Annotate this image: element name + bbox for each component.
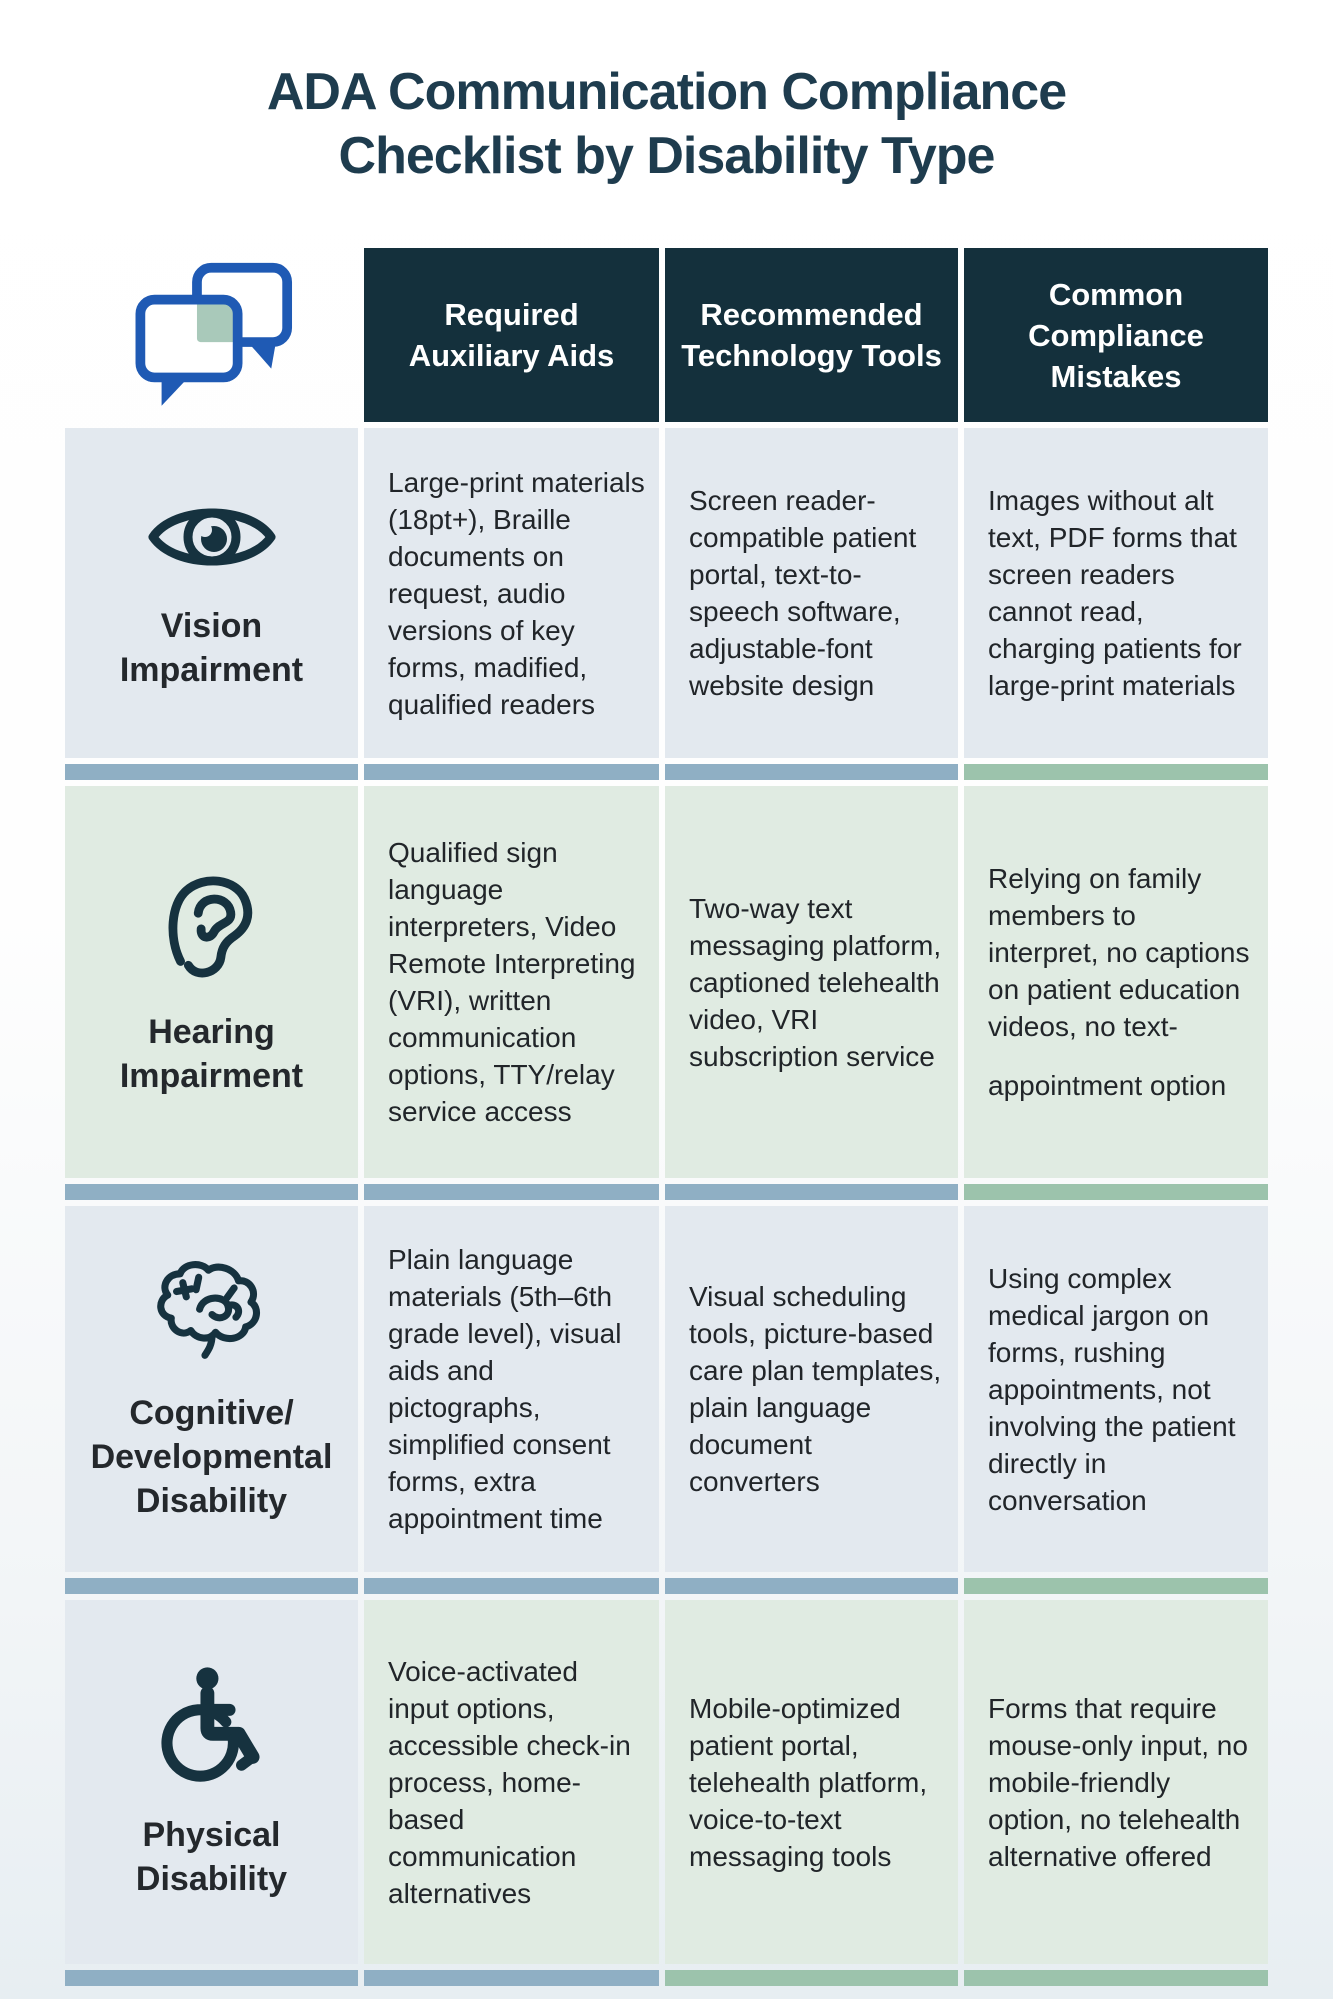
bottom-band — [364, 1970, 659, 1986]
cell-text: Relying on family members to interpret, … — [988, 863, 1250, 1042]
row-label-physical: Physical Disability — [65, 1600, 358, 1964]
row-separator — [364, 1184, 659, 1200]
row-label-cognitive: Cognitive/ Developmental Disability — [65, 1206, 358, 1572]
chat-bubbles-icon — [128, 260, 296, 410]
row-separator — [364, 1578, 659, 1594]
bottom-band — [65, 1970, 358, 1986]
cell-text: Two-way text messaging platform, caption… — [689, 892, 942, 1072]
row-label-hearing: Hearing Impairment — [65, 786, 358, 1178]
cell-cognitive-aids: Plain language materials (5th–6th grade … — [364, 1206, 659, 1572]
cell-vision-mistakes: Images without alt text, PDF forms that … — [964, 428, 1268, 758]
cell-hearing-tech: Two-way text messaging platform, caption… — [665, 786, 958, 1178]
row-separator — [665, 764, 958, 780]
column-header-mistakes: Common Compliance Mistakes — [964, 248, 1268, 422]
cell-hearing-aids: Qualified sign language interpreters, Vi… — [364, 786, 659, 1178]
row-label-text: Cognitive/ Developmental Disability — [90, 1394, 333, 1520]
cell-text: Visual scheduling tools, picture-based c… — [689, 1281, 942, 1497]
row-separator — [964, 1578, 1268, 1594]
eye-icon — [147, 494, 277, 580]
cell-vision-tech: Screen reader-compatible patient portal,… — [665, 428, 958, 758]
cell-text: Images without alt text, PDF forms that … — [988, 485, 1242, 701]
cell-text: Screen reader-compatible patient portal,… — [689, 485, 917, 701]
cell-physical-aids: Voice-activated input options, accessibl… — [364, 1600, 659, 1964]
page-title-line1: ADA Communication Compliance — [266, 63, 1067, 121]
row-separator — [964, 1184, 1268, 1200]
row-separator — [65, 1184, 358, 1200]
row-label-text: Vision Impairment — [119, 607, 304, 689]
cell-cognitive-tech: Visual scheduling tools, picture-based c… — [665, 1206, 958, 1572]
cell-physical-tech: Mobile-optimized patient portal, telehea… — [665, 1600, 958, 1964]
cell-hearing-mistakes: Relying on family members to interpret, … — [964, 786, 1268, 1178]
row-label-vision: Vision Impairment — [65, 428, 358, 758]
row-label-text: Physical Disability — [135, 1816, 288, 1898]
cell-text: Using complex medical jargon on forms, r… — [988, 1262, 1236, 1516]
cell-text: Forms that require mouse-only input, no … — [988, 1692, 1248, 1872]
cell-text: appointment option — [988, 1070, 1227, 1101]
row-label-text: Hearing Impairment — [119, 1013, 304, 1095]
row-separator — [964, 764, 1268, 780]
cell-text: Voice-activated input options, accessibl… — [388, 1655, 631, 1909]
column-header-tech: Recommended Technology Tools — [665, 248, 958, 422]
cell-text: Qualified sign language interpreters, Vi… — [388, 837, 636, 1127]
bottom-band — [665, 1970, 958, 1986]
brain-icon — [150, 1255, 274, 1367]
cell-text: Mobile-optimized patient portal, telehea… — [689, 1692, 928, 1872]
page-title-line2: Checklist by Disability Type — [338, 127, 996, 185]
cell-text: Plain language materials (5th–6th grade … — [388, 1244, 622, 1534]
cell-cognitive-mistakes: Using complex medical jargon on forms, r… — [964, 1206, 1268, 1572]
wheelchair-icon — [152, 1663, 272, 1789]
row-separator — [65, 764, 358, 780]
page-title: ADA Communication Compliance Checklist b… — [0, 0, 1333, 188]
bottom-band — [964, 1970, 1268, 1986]
row-separator — [665, 1578, 958, 1594]
column-header-aids: Required Auxiliary Aids — [364, 248, 659, 422]
row-separator — [364, 764, 659, 780]
table-corner-cell — [65, 248, 358, 422]
row-separator — [665, 1184, 958, 1200]
cell-physical-mistakes: Forms that require mouse-only input, no … — [964, 1600, 1268, 1964]
ear-icon — [153, 866, 271, 986]
cell-vision-aids: Large-print materials (18pt+), Braille d… — [364, 428, 659, 758]
row-separator — [65, 1578, 358, 1594]
cell-text: Large-print materials (18pt+), Braille d… — [388, 466, 645, 720]
compliance-table: Required Auxiliary Aids Recommended Tech… — [65, 248, 1268, 1986]
